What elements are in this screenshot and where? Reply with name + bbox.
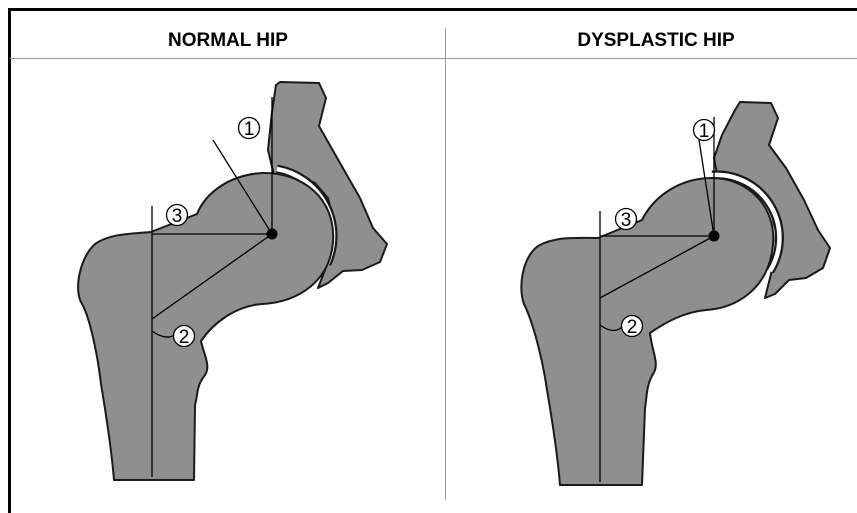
normal-hip-figure: 1 3 2 xyxy=(78,82,387,480)
normal-femoral-head-center xyxy=(267,229,278,240)
dysplastic-hip-title: DYSPLASTIC HIP xyxy=(577,30,735,51)
normal-hip-title: NORMAL HIP xyxy=(168,30,288,51)
dysplastic-femur xyxy=(521,178,773,485)
svg-text:3: 3 xyxy=(172,206,183,227)
dysplastic-femoral-head-center xyxy=(709,231,720,242)
svg-text:2: 2 xyxy=(179,327,190,348)
svg-text:3: 3 xyxy=(621,210,632,231)
svg-text:1: 1 xyxy=(244,119,255,140)
dysplastic-hip-figure: 1 3 2 xyxy=(521,102,830,485)
normal-femur xyxy=(78,173,333,480)
svg-text:1: 1 xyxy=(699,121,710,142)
svg-text:2: 2 xyxy=(627,317,638,338)
